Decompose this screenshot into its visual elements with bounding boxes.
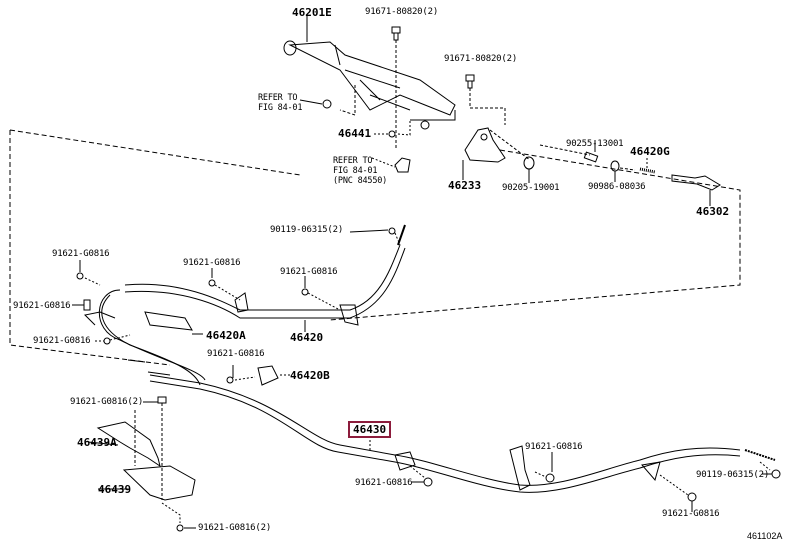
clip-46441: [388, 130, 396, 138]
grommet-46420A: [144, 311, 193, 331]
parking-brake-lever: [283, 40, 456, 130]
bolt-label-91621-g0816-e: 91621-G0816: [33, 336, 91, 346]
bolt-91671-a: [391, 26, 401, 41]
bolt-label-91621-g0816-g: 91621-G0816: [355, 478, 413, 488]
bolt-label-91621-g0816-d: 91621-G0816: [13, 301, 71, 311]
bolt-refer: [322, 99, 332, 109]
part-label-90205-19001: 90205-19001: [502, 183, 560, 193]
bolt-91621-g: [157, 396, 167, 404]
part-label-90255-13001: 90255-13001: [566, 139, 624, 149]
bracket-refer: [394, 157, 411, 173]
protector-46439: [122, 465, 196, 501]
bolt-label-91621-g0816-b: 91621-G0816: [183, 258, 241, 268]
bolt-label-91621-g0816-2-b: 91621-G0816(2): [198, 523, 272, 533]
part-label-46420B: 46420B: [290, 369, 330, 382]
part-label-46439: 46439: [98, 483, 132, 496]
assembly-boundary: [9, 129, 741, 366]
part-label-46420: 46420: [290, 331, 324, 344]
bracket-46439A: [96, 421, 161, 468]
bolt-label-91621-g0816-c: 91621-G0816: [280, 267, 338, 277]
part-label-46201E: 46201E: [292, 6, 332, 19]
spring-46420G: [639, 167, 656, 174]
bolt-label-90119-06315-a: 90119-06315(2): [270, 225, 344, 235]
pin-90255: [583, 151, 599, 163]
bolt-label-91671-80820-b: 91671-80820(2): [444, 54, 518, 64]
bolt-label-91621-g0816-h: 91621-G0816: [525, 442, 583, 452]
part-label-46441: 46441: [338, 127, 372, 140]
refer-to-fig-84-01-label: REFER TO FIG 84-01: [258, 93, 303, 113]
part-label-46233: 46233: [448, 179, 482, 192]
bolt-91671-b: [465, 74, 475, 89]
bracket-46233: [464, 127, 506, 163]
bolt-label-91621-g0816-a: 91621-G0816: [52, 249, 110, 259]
part-label-46439A: 46439A: [77, 436, 117, 449]
highlighted-part-label-46430[interactable]: 46430: [348, 421, 392, 438]
bolt-label-91621-g0816-2-a: 91621-G0816(2): [70, 397, 144, 407]
cable-46430: [127, 359, 776, 493]
part-label-46302: 46302: [696, 205, 730, 218]
part-label-90986-08036: 90986-08036: [588, 182, 646, 192]
clip-46420B: [257, 365, 279, 386]
washer-90205: [523, 156, 535, 170]
bolt-label-91621-g0816-i: 91621-G0816: [662, 509, 720, 519]
part-label-46420A: 46420A: [206, 329, 246, 342]
bolt-label-90119-06315-b: 90119-06315(2): [696, 470, 770, 480]
figure-code: 461102A: [747, 531, 783, 541]
equalizer-46302: [671, 174, 721, 191]
bolt-label-91671-80820-a: 91671-80820(2): [365, 7, 439, 17]
cable-46420: [98, 224, 406, 386]
refer-to-fig-84-01-pnc-label: REFER TO FIG 84-01 (PNC 84550): [333, 156, 388, 186]
bolt-label-91621-g0816-f: 91621-G0816: [207, 349, 265, 359]
bolt-91621-d: [83, 299, 91, 311]
part-label-46420G: 46420G: [630, 145, 670, 158]
